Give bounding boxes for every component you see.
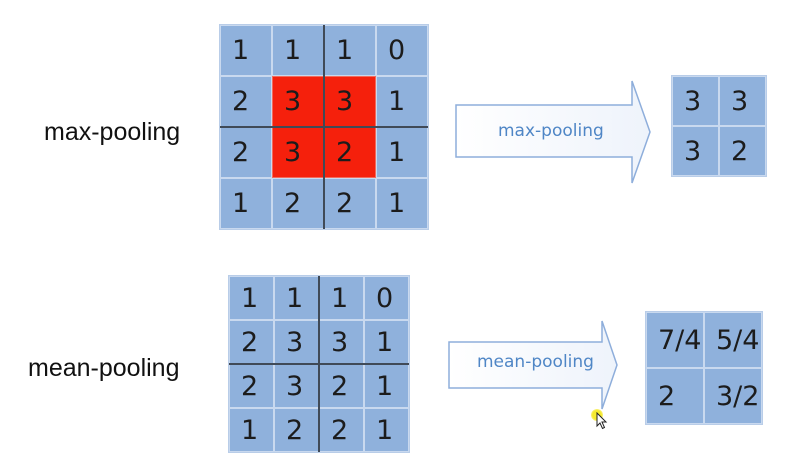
grid-cell: 3 xyxy=(672,76,719,126)
grid-cell: 2 xyxy=(220,127,272,178)
grid-cell: 2 xyxy=(272,178,324,229)
grid-cell: 2 xyxy=(220,76,272,127)
max-pooling-label: max-pooling xyxy=(44,118,181,146)
max-pooling-arrow-icon xyxy=(455,80,651,184)
grid-divider-horizontal xyxy=(220,126,428,128)
grid-divider-horizontal xyxy=(229,363,409,365)
grid-cell: 2 xyxy=(319,364,364,408)
grid-cell: 3 xyxy=(319,320,364,364)
grid-cell: 1 xyxy=(229,276,274,320)
grid-cell: 1 xyxy=(220,25,272,76)
grid-cell: 1 xyxy=(220,178,272,229)
mean-pooling-label: mean-pooling xyxy=(28,354,180,382)
grid-cell: 2 xyxy=(229,364,274,408)
grid-cell: 0 xyxy=(376,25,428,76)
grid-cell: 3 xyxy=(324,76,376,127)
grid-cell: 3 xyxy=(272,76,324,127)
grid-cell: 2 xyxy=(229,320,274,364)
grid-cell: 2 xyxy=(324,127,376,178)
grid-cell: 3/2 xyxy=(704,368,762,424)
grid-cell: 1 xyxy=(324,25,376,76)
grid-cell: 2 xyxy=(646,368,704,424)
grid-cell: 0 xyxy=(364,276,409,320)
grid-cell: 3 xyxy=(272,127,324,178)
grid-cell: 1 xyxy=(364,364,409,408)
mean-pooling-arrow-label: mean-pooling xyxy=(477,352,594,372)
grid-cell: 5/4 xyxy=(704,312,762,368)
grid-cell: 3 xyxy=(719,76,766,126)
grid-cell: 2 xyxy=(274,408,319,452)
grid-cell: 3 xyxy=(672,126,719,176)
grid-cell: 1 xyxy=(376,76,428,127)
grid-cell: 1 xyxy=(376,127,428,178)
grid-cell: 1 xyxy=(319,276,364,320)
grid-cell: 3 xyxy=(274,320,319,364)
grid-cell: 3 xyxy=(274,364,319,408)
grid-cell: 1 xyxy=(272,25,324,76)
mouse-pointer-icon xyxy=(596,412,608,430)
grid-cell: 2 xyxy=(319,408,364,452)
mean-pooling-arrow-icon xyxy=(448,320,618,410)
grid-cell: 1 xyxy=(274,276,319,320)
grid-cell: 1 xyxy=(364,320,409,364)
grid-cell: 2 xyxy=(719,126,766,176)
grid-cell: 2 xyxy=(324,178,376,229)
max-pooling-arrow-label: max-pooling xyxy=(498,121,604,141)
grid-cell: 1 xyxy=(376,178,428,229)
grid-cell: 7/4 xyxy=(646,312,704,368)
grid-cell: 1 xyxy=(229,408,274,452)
grid-cell: 1 xyxy=(364,408,409,452)
